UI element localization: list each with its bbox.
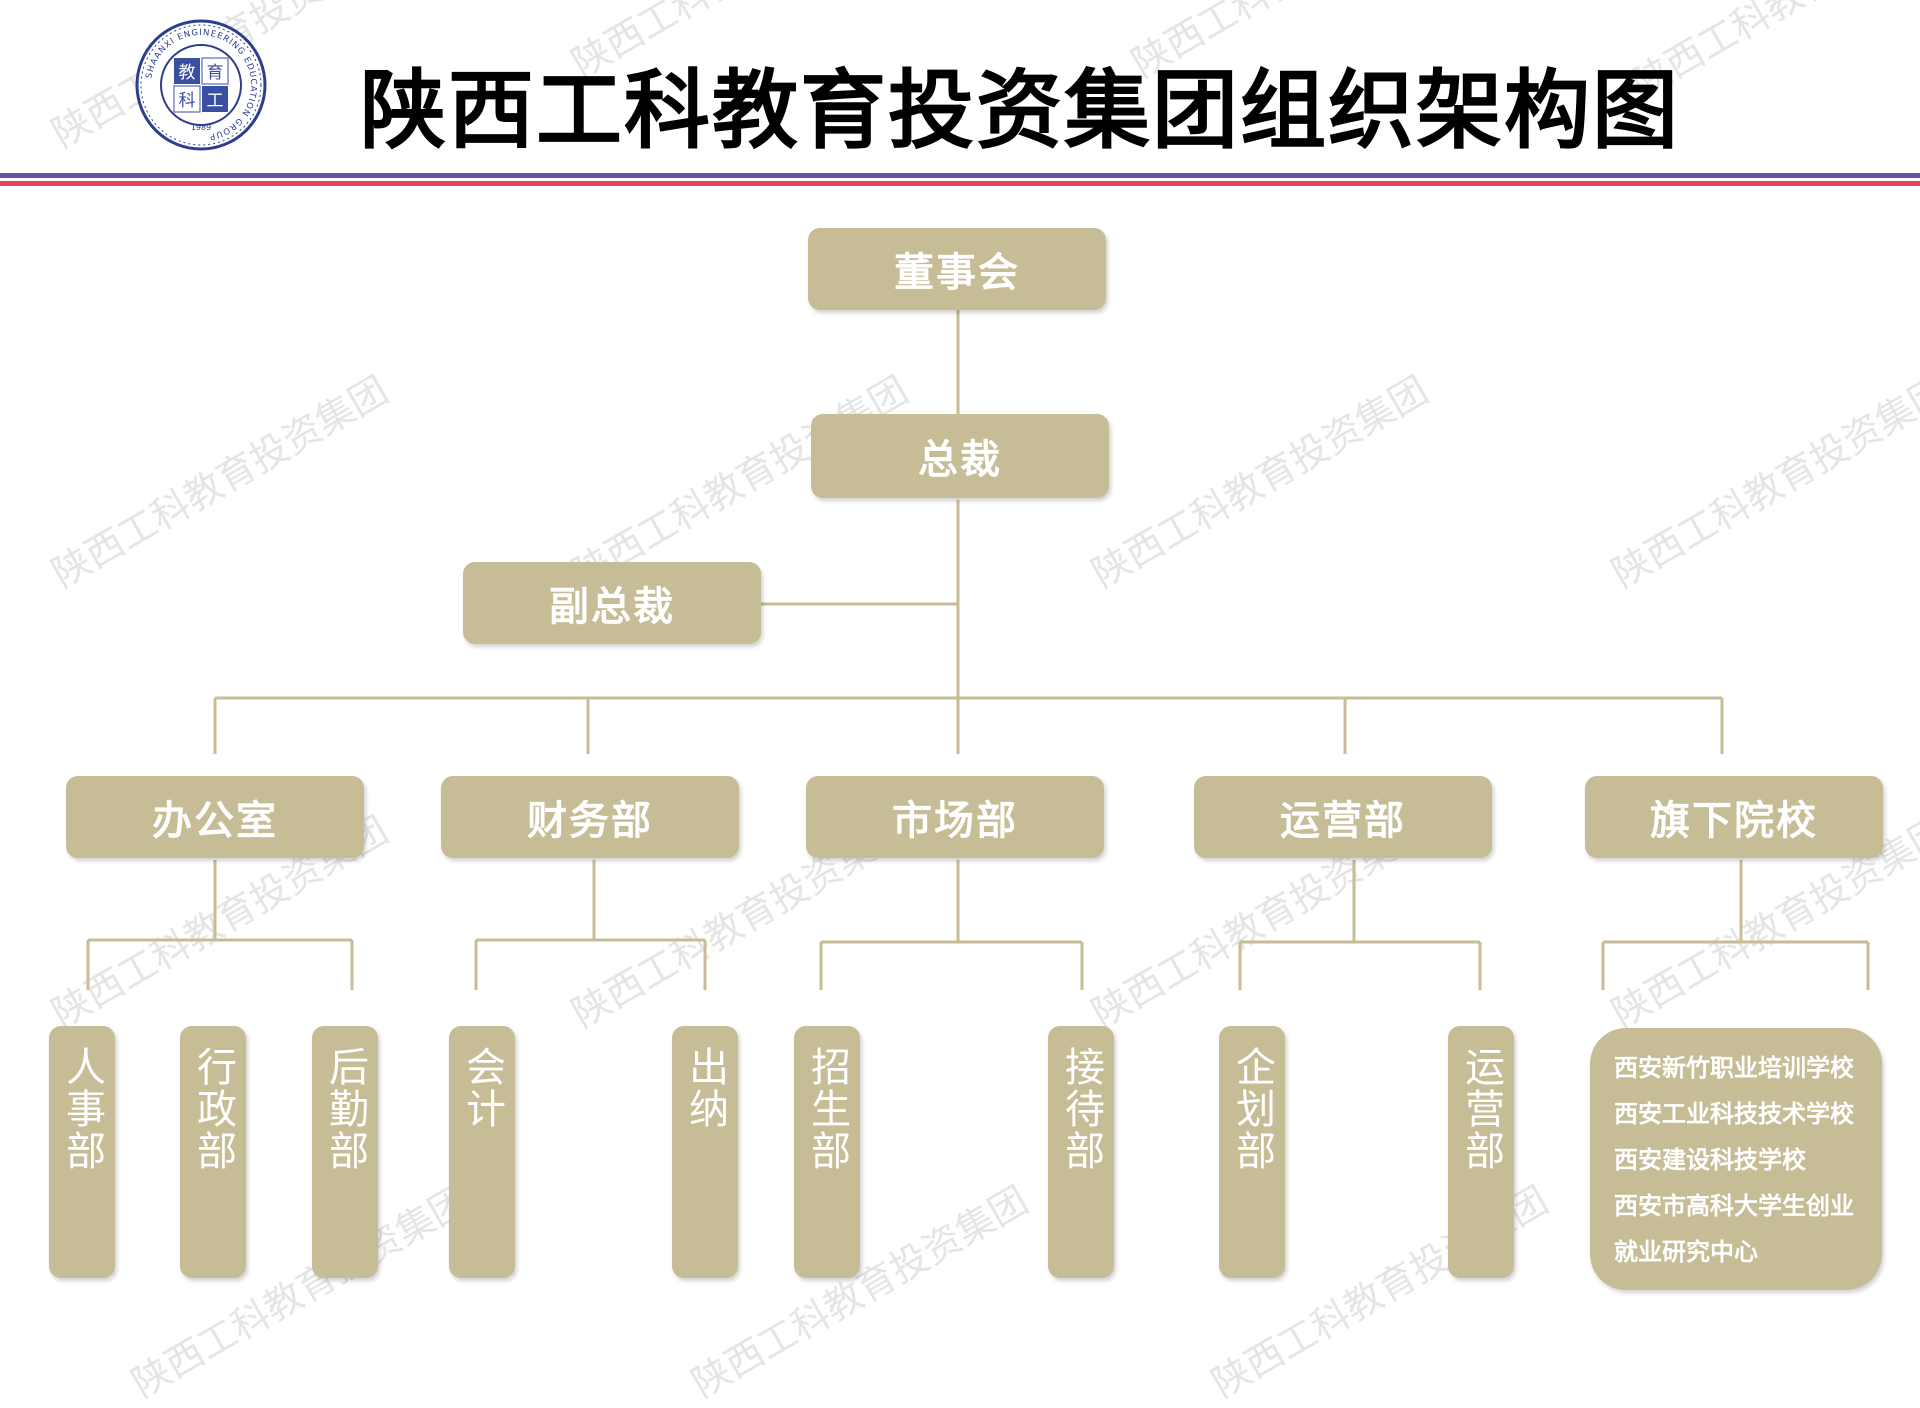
connector-lines: [86, 310, 1870, 990]
subunit-label: 出纳: [682, 1046, 728, 1130]
president-node: 总裁: [811, 414, 1109, 498]
board-label: 董事会: [894, 250, 1020, 296]
school-item: 西安工业科技技术学校: [1614, 1100, 1854, 1128]
department-schools: 旗下院校: [1585, 776, 1883, 858]
school-item: 西安新竹职业培训学校: [1614, 1054, 1854, 1082]
header-rule-red: [0, 181, 1920, 186]
president-label: 总裁: [918, 437, 1002, 483]
logo-char-3: 科: [179, 91, 196, 111]
subunit-accounting: 会计: [449, 1026, 515, 1278]
subunit-reception: 接待部: [1048, 1026, 1114, 1278]
department-label: 财务部: [527, 798, 653, 844]
header-rule-purple: [0, 173, 1920, 178]
subunit-planning: 企划部: [1219, 1026, 1285, 1278]
subunit-label: 运营部: [1458, 1046, 1504, 1172]
logo-year: 1989: [191, 123, 211, 132]
subunit-admissions: 招生部: [794, 1026, 860, 1278]
school-item: 就业研究中心: [1614, 1238, 1758, 1266]
subunit-label: 招生部: [804, 1046, 850, 1172]
department-office: 办公室: [66, 776, 364, 858]
page-title: 陕西工科教育投资集团组织架构图: [360, 61, 1680, 161]
school-item: 西安建设科技学校: [1614, 1146, 1806, 1174]
logo-char-1: 教: [179, 63, 196, 83]
department-label: 市场部: [892, 798, 1018, 844]
subunit-cashier: 出纳: [672, 1026, 738, 1278]
subunit-label: 行政部: [190, 1046, 236, 1172]
department-label: 旗下院校: [1650, 798, 1818, 844]
logo-emblem-icon: SHAANXI ENGINEERING EDUCATION GROUP 教 育 …: [135, 19, 267, 151]
subunit-label: 人事部: [59, 1046, 105, 1172]
subunit-operations: 运营部: [1448, 1026, 1514, 1278]
board-node: 董事会: [808, 228, 1106, 310]
department-operations: 运营部: [1194, 776, 1492, 858]
subunit-label: 接待部: [1058, 1046, 1104, 1172]
vice-president-node: 副总裁: [463, 562, 761, 644]
department-label: 办公室: [152, 798, 278, 844]
logo-char-2: 育: [207, 63, 224, 83]
logo-char-4: 工: [207, 91, 224, 111]
subunit-admin: 行政部: [180, 1026, 246, 1278]
subunit-logistics: 后勤部: [312, 1026, 378, 1278]
department-finance: 财务部: [441, 776, 739, 858]
subunit-label: 后勤部: [322, 1046, 368, 1172]
department-marketing: 市场部: [806, 776, 1104, 858]
subunit-label: 会计: [459, 1046, 505, 1130]
school-item: 西安市高科大学生创业: [1614, 1192, 1854, 1220]
schools-panel: 西安新竹职业培训学校 西安工业科技技术学校 西安建设科技学校 西安市高科大学生创…: [1590, 1028, 1882, 1290]
vice-president-label: 副总裁: [549, 584, 675, 630]
subunit-label: 企划部: [1229, 1046, 1275, 1172]
subunit-hr: 人事部: [49, 1026, 115, 1278]
department-label: 运营部: [1280, 798, 1406, 844]
group-logo: SHAANXI ENGINEERING EDUCATION GROUP 教 育 …: [134, 18, 268, 152]
